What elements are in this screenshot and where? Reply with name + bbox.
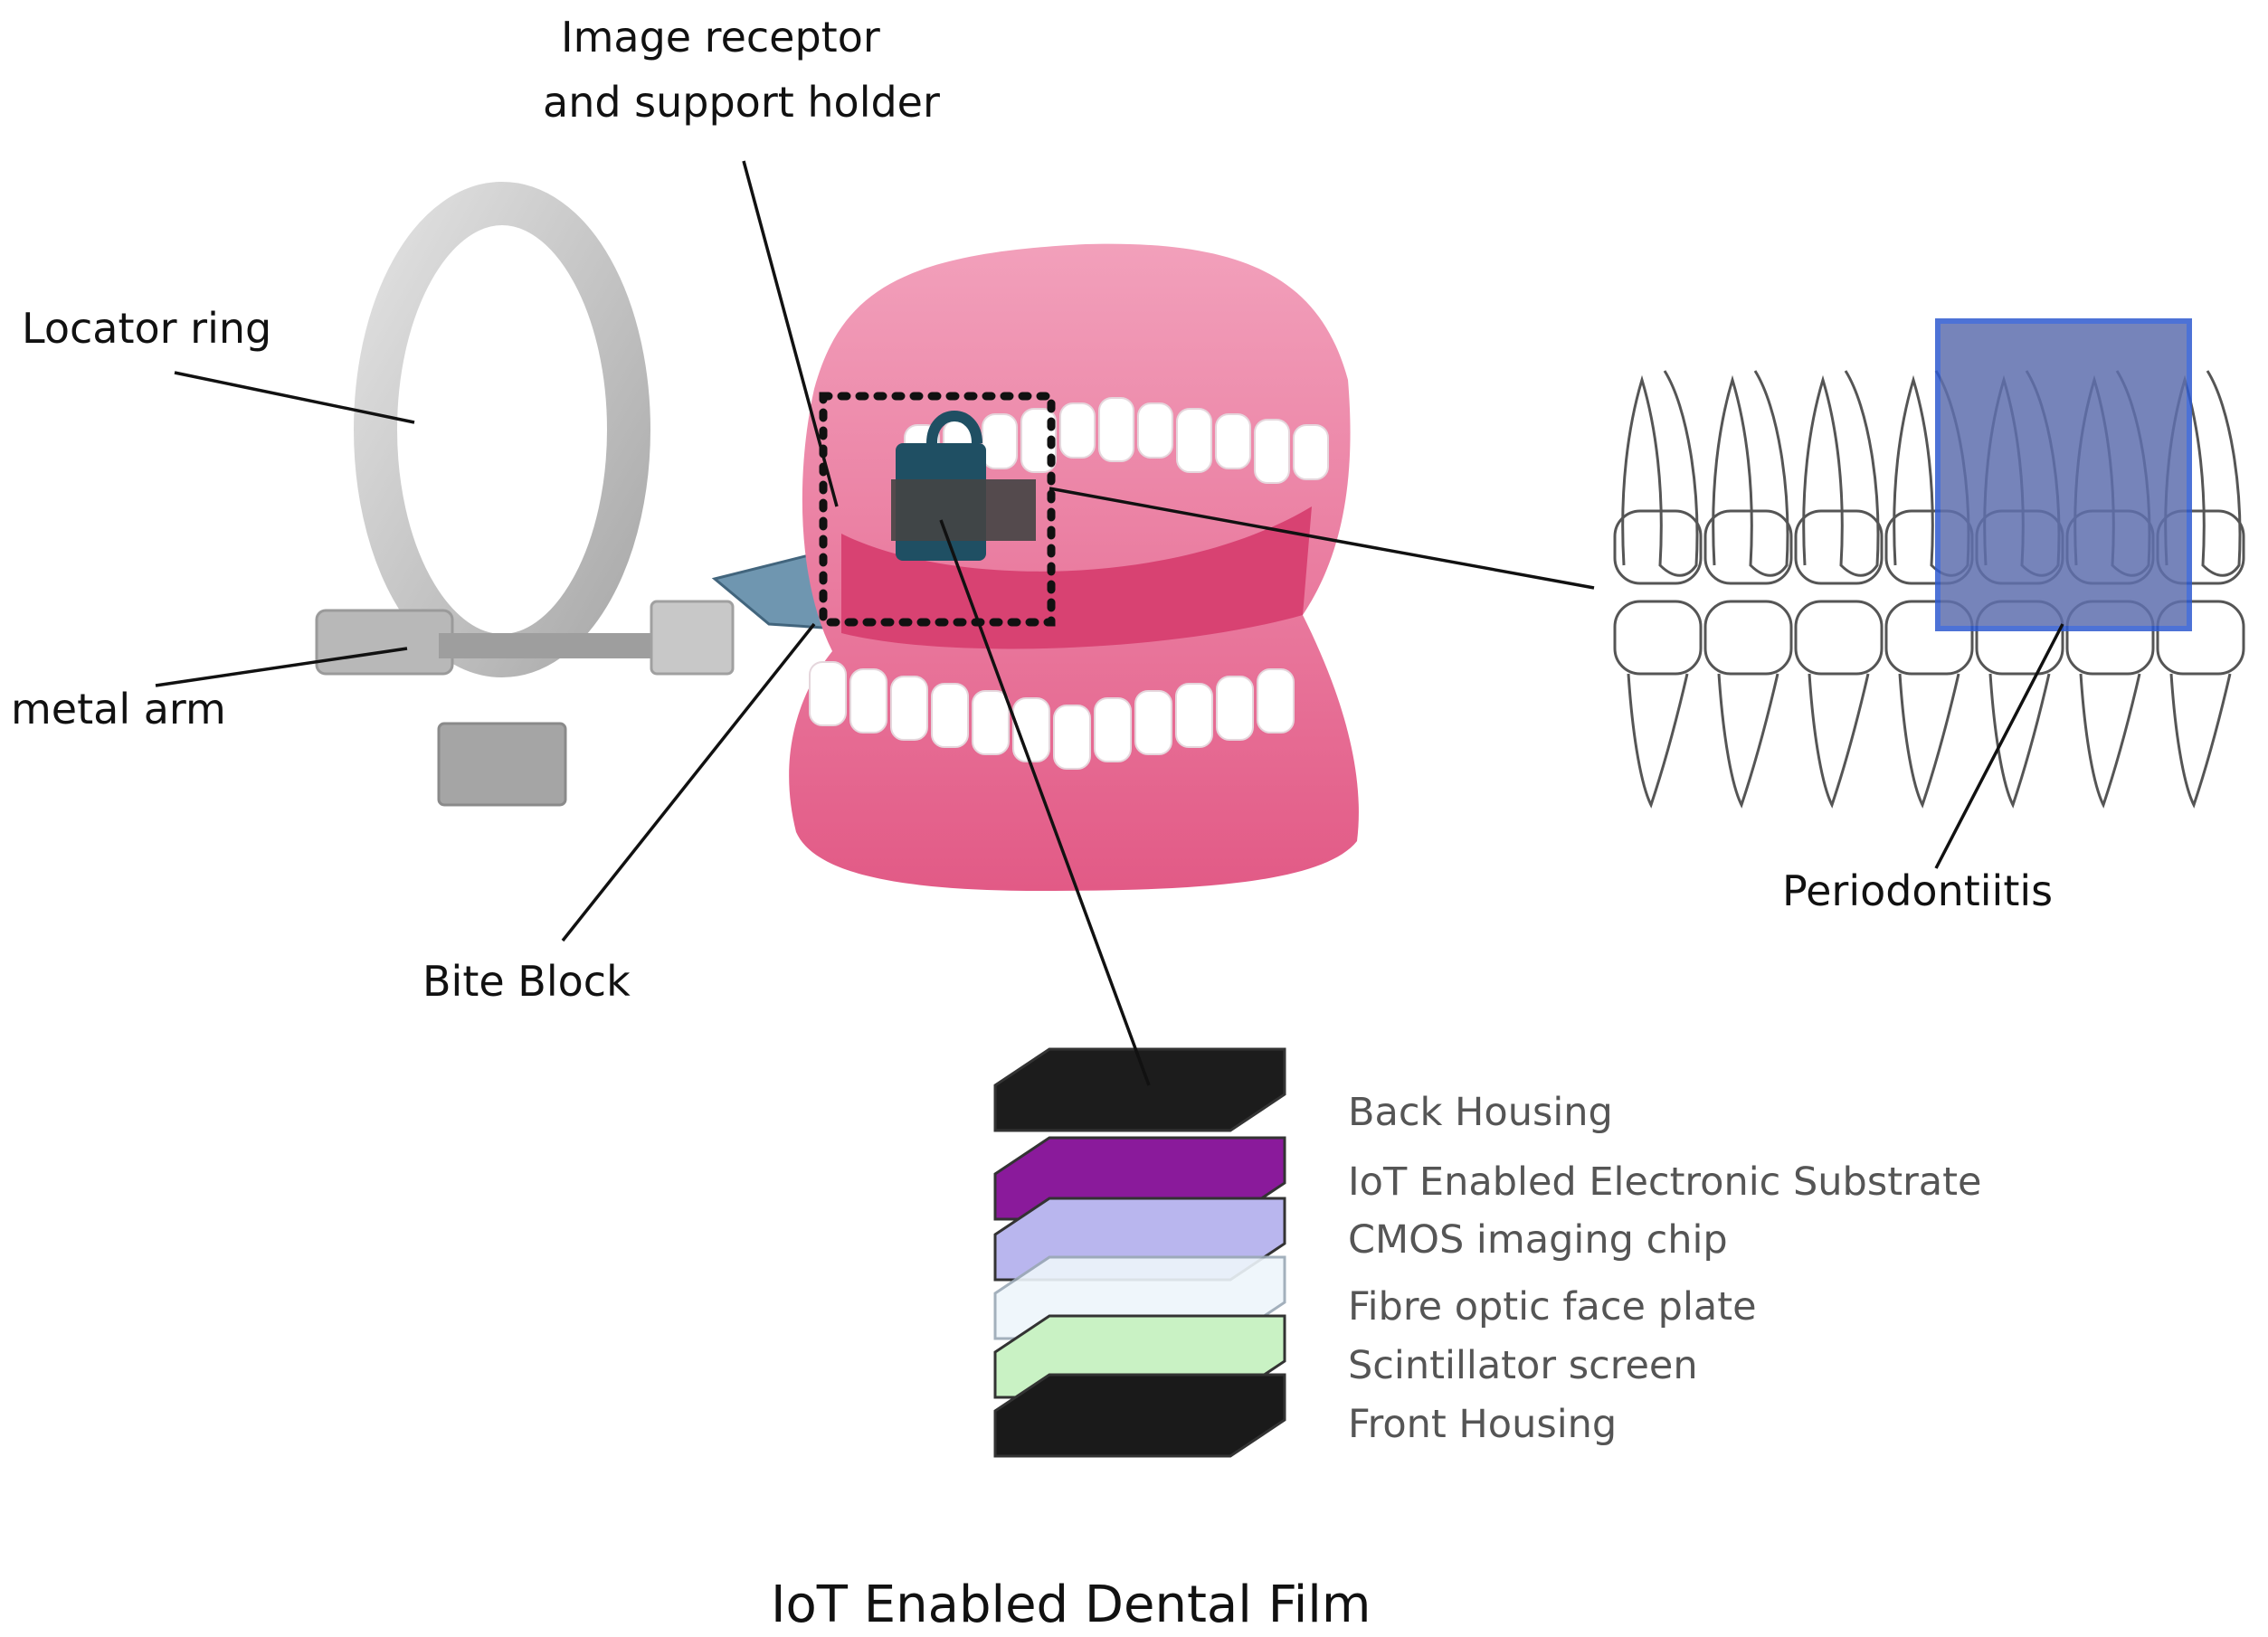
teeth-chart xyxy=(1613,318,2245,809)
chart-lower-row xyxy=(1613,600,2245,809)
lower-tooth xyxy=(849,668,887,733)
chart-upper-tooth xyxy=(1621,370,1699,577)
upper-tooth xyxy=(1293,424,1329,480)
metal-arm-label: metal arm xyxy=(11,685,226,733)
locator-ring-label: Locator ring xyxy=(22,304,272,353)
layer-label-substrate: IoT Enabled Electronic Substrate xyxy=(1348,1159,1982,1205)
film-back-housing xyxy=(993,1047,1286,1132)
chart-lower-crown xyxy=(1794,600,1884,676)
chart-upper-crown xyxy=(1703,509,1793,585)
upper-tooth xyxy=(1137,402,1173,459)
layer-label-faceplate: Fibre optic face plate xyxy=(1348,1284,1757,1329)
upper-tooth xyxy=(1098,397,1134,462)
upper-tooth xyxy=(1176,408,1212,473)
locator-ring xyxy=(354,182,650,677)
metal-arm-rod xyxy=(439,633,688,658)
chart-lower-crown xyxy=(1703,600,1793,676)
lower-tooth xyxy=(1257,668,1295,733)
focus-box xyxy=(819,392,1056,627)
lower-tooth xyxy=(1216,676,1254,741)
upper-tooth xyxy=(1215,413,1251,469)
lower-tooth xyxy=(931,683,969,748)
receptor-leader xyxy=(742,160,839,507)
periodontitis-chart-leader xyxy=(1049,487,1595,590)
chart-upper-tooth xyxy=(1802,370,1880,577)
layer-label-scintillator: Scintillator screen xyxy=(1348,1343,1698,1388)
figure-title: IoT Enabled Dental Film xyxy=(771,1575,1371,1634)
lower-teeth xyxy=(809,661,1295,770)
chart-lower-root xyxy=(1988,673,2051,809)
chart-lower-root xyxy=(1898,673,1960,809)
upper-tooth xyxy=(1059,402,1096,459)
lower-tooth xyxy=(1053,705,1091,770)
periodontitis-label-leader xyxy=(1934,623,2064,869)
chart-lower-root xyxy=(1808,673,1870,809)
lower-tooth xyxy=(1094,697,1132,762)
receptor-dark-band xyxy=(891,479,1036,541)
receptor-holder xyxy=(891,411,1036,561)
layer-label-back-housing: Back Housing xyxy=(1348,1090,1613,1135)
film-leader xyxy=(939,519,1151,1086)
lower-tooth xyxy=(972,690,1010,755)
locator-ring-leader xyxy=(174,371,415,424)
chart-lower-root xyxy=(1717,673,1779,809)
bite-block-label: Bite Block xyxy=(422,957,631,1006)
locator-ring-illustration xyxy=(315,182,735,807)
lower-tooth xyxy=(809,661,847,726)
chart-upper-crown xyxy=(1613,509,1703,585)
arm-clamp xyxy=(315,609,454,676)
chart-lower-root xyxy=(2079,673,2141,809)
layer-label-cmos: CMOS imaging chip xyxy=(1348,1217,1728,1263)
chart-lower-root xyxy=(2169,673,2232,809)
dental-film-stack xyxy=(993,1047,1286,1458)
receptor-label-line2: and support holder xyxy=(543,78,940,127)
lower-tooth xyxy=(890,676,928,741)
lower-tooth xyxy=(1175,683,1213,748)
chart-upper-crown xyxy=(1794,509,1884,585)
chart-lower-crown xyxy=(1884,600,1974,676)
mouth-interior xyxy=(841,506,1312,649)
chart-lower-crown xyxy=(2156,600,2245,676)
layer-label-front-housing: Front Housing xyxy=(1348,1402,1618,1447)
periodontitis-label: Periodontiitis xyxy=(1782,866,2054,915)
bite-block-leader xyxy=(561,622,816,942)
leader-lines xyxy=(155,160,2064,1086)
upper-tooth xyxy=(982,413,1018,469)
periodontitis-highlight-box xyxy=(1935,318,2192,631)
receptor-hook xyxy=(926,411,982,444)
receptor-label-line1: Image receptor xyxy=(561,13,880,62)
arm-connector xyxy=(650,600,735,676)
metal-arm-leader xyxy=(155,647,408,687)
jaw-model xyxy=(789,243,1359,892)
upper-tooth xyxy=(1254,419,1290,484)
chart-lower-crown xyxy=(1613,600,1703,676)
chart-lower-root xyxy=(1627,673,1689,809)
lower-tooth xyxy=(1134,690,1172,755)
ring-base-block xyxy=(437,722,567,807)
film-front-housing xyxy=(993,1373,1286,1458)
chart-upper-tooth xyxy=(1712,370,1789,577)
